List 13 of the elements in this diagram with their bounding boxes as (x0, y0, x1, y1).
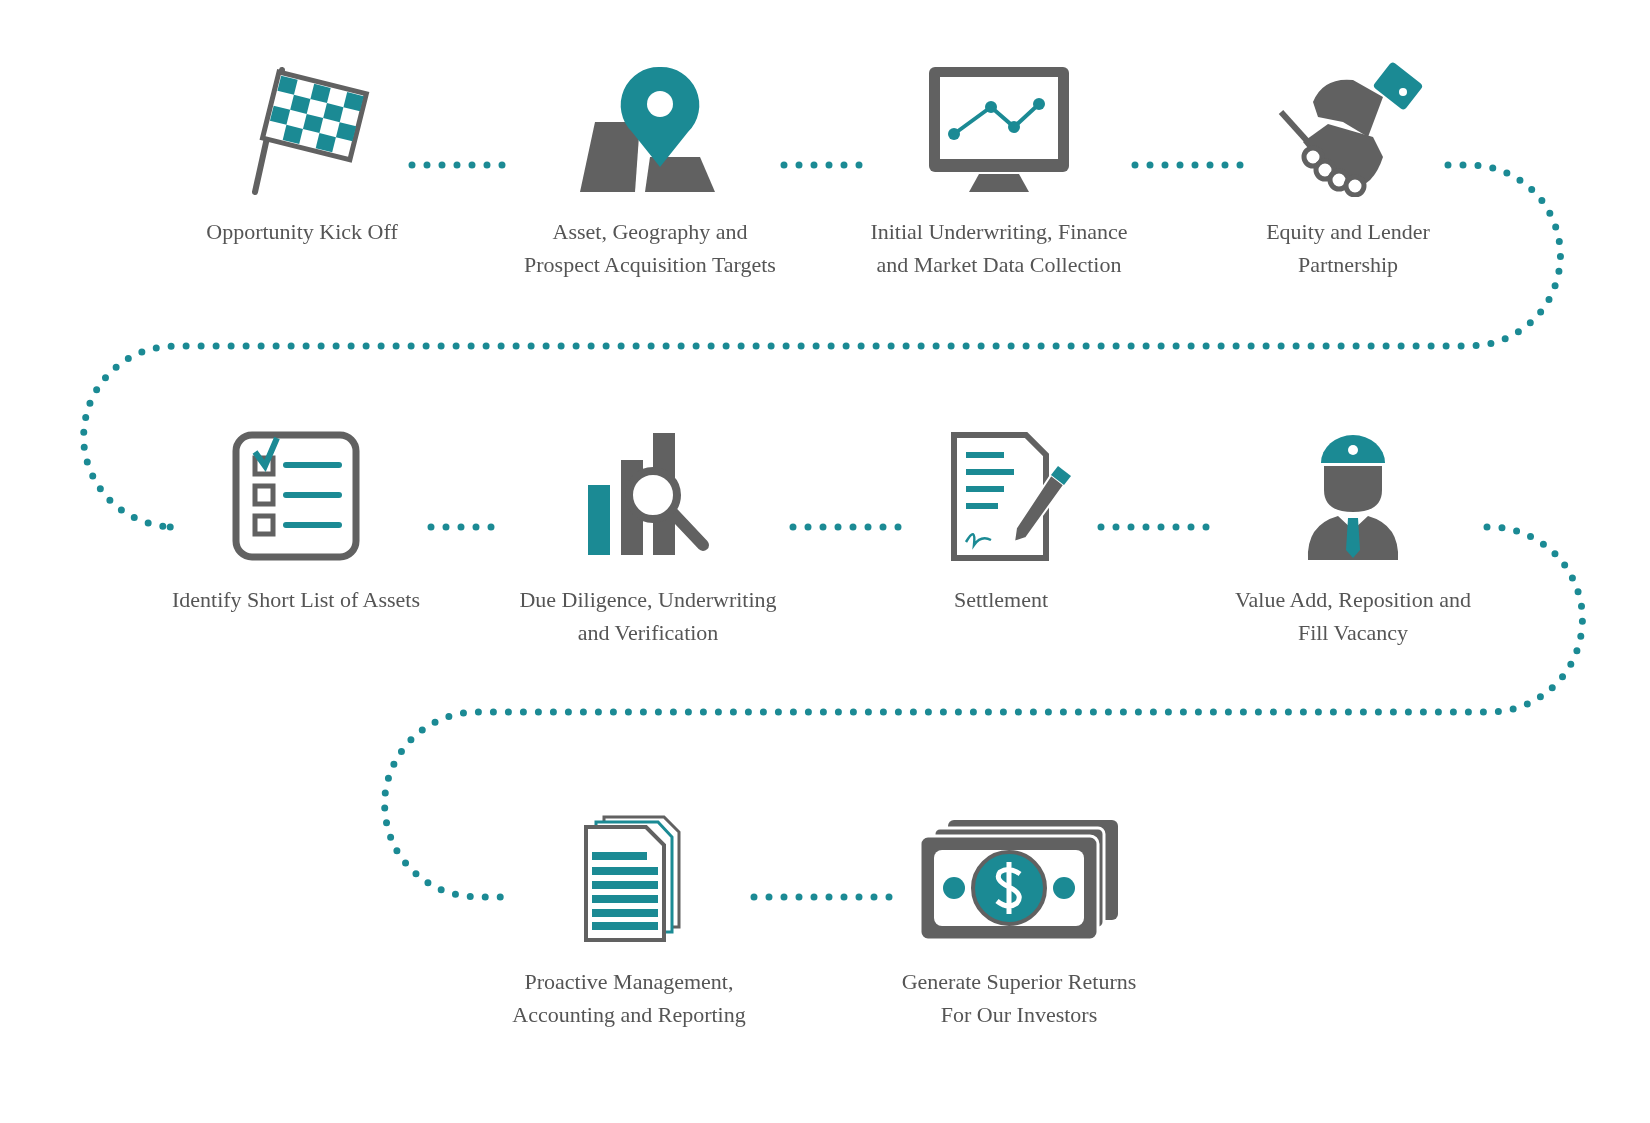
dotted-connector (750, 893, 895, 901)
step-label: Settlement (952, 586, 1050, 614)
dotted-connector (381, 523, 1586, 901)
step-label: Value Add, Reposition and Fill Vacancy (1234, 586, 1472, 647)
step-label: Due Diligence, Underwriting and Verification (518, 586, 778, 647)
step-label: Proactive Management, Accounting and Reporting (511, 968, 747, 1029)
step-label: Initial Underwriting, Finance and Market Data Collection (869, 218, 1129, 279)
dotted-connector (80, 161, 1564, 531)
step-label: Generate Superior Returns For Our Investors (900, 968, 1138, 1029)
step-label: Equity and Lender Partnership (1265, 218, 1431, 279)
step-label: Asset, Geography and Prospect Acquisition Targets (523, 218, 777, 279)
step-label: Identify Short List of Assets (170, 586, 422, 614)
step-label: Opportunity Kick Off (205, 218, 399, 246)
